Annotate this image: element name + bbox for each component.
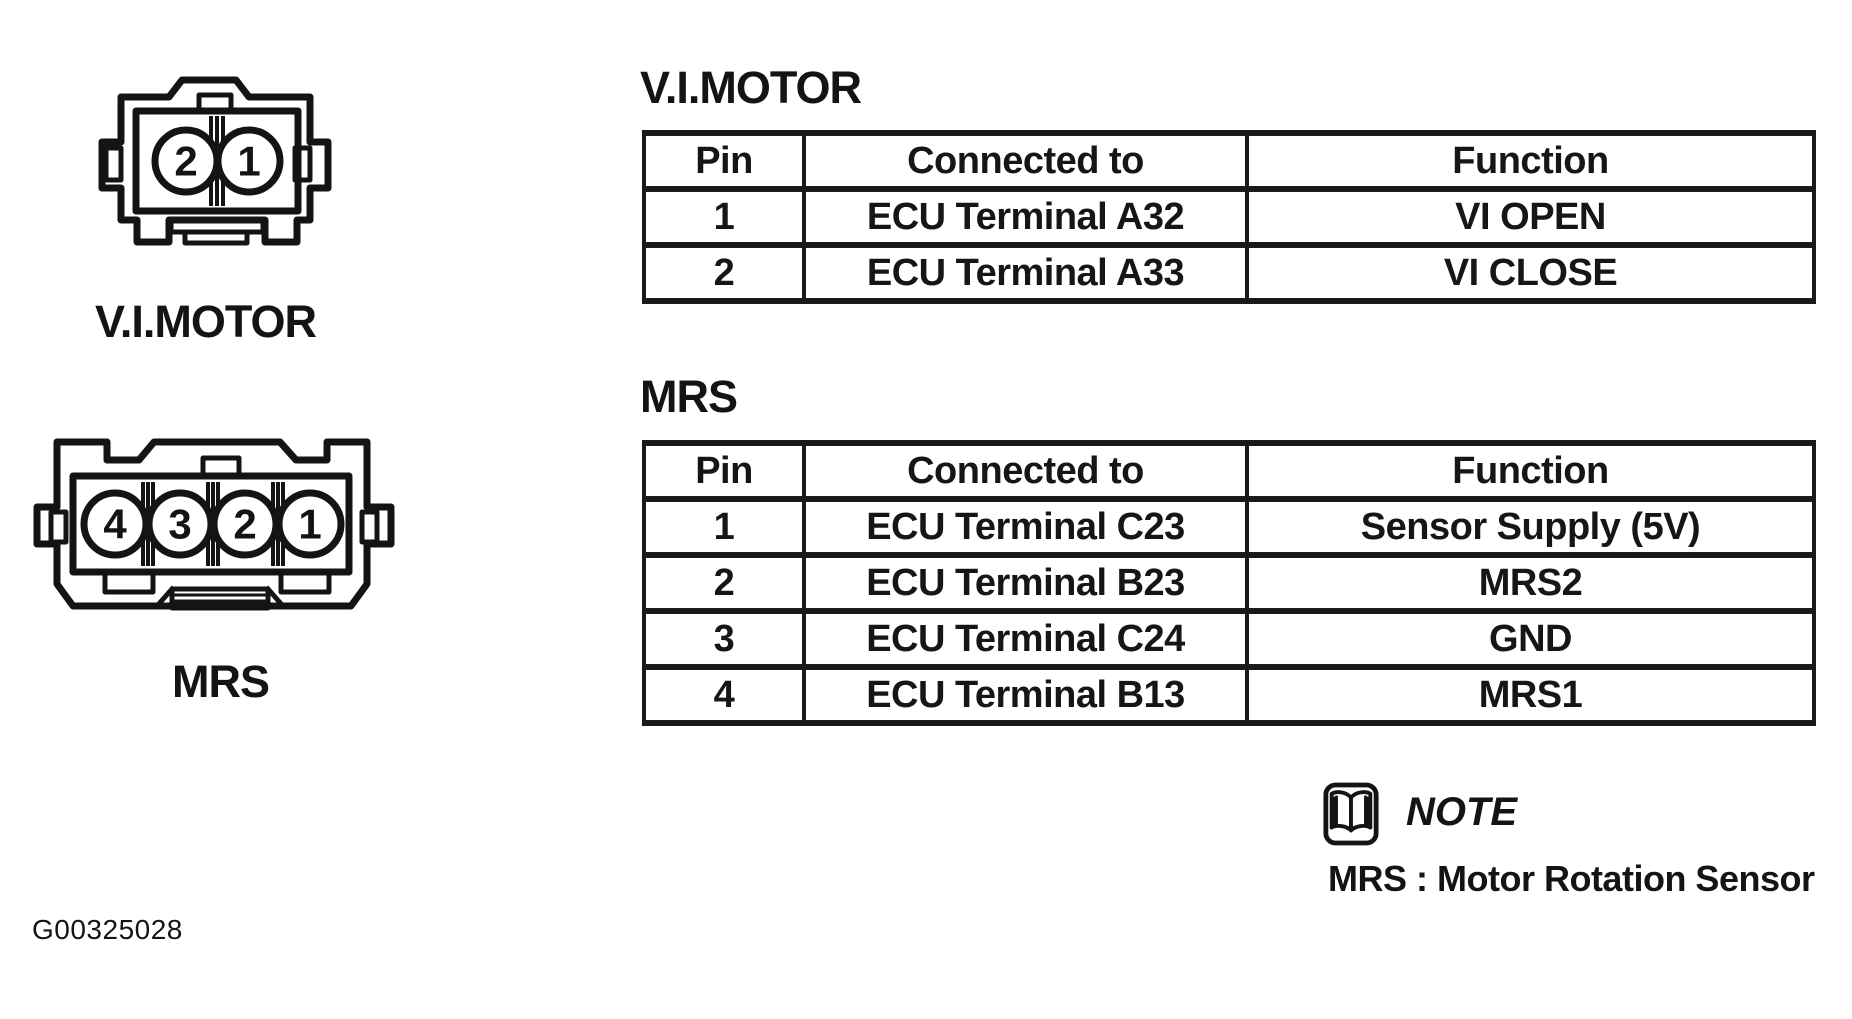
connector-left-tab <box>48 509 69 545</box>
table-cell: 1 <box>642 496 806 558</box>
connector-outline <box>98 76 332 246</box>
mrs-connector-label: MRS <box>172 656 270 707</box>
table-cell: ECU Terminal C24 <box>802 608 1249 670</box>
table-header-cell: Connected to <box>802 440 1249 502</box>
table-header-cell: Connected to <box>802 130 1249 192</box>
note-block: NOTE <box>1322 780 1517 848</box>
table-header-cell: Pin <box>642 130 806 192</box>
connector-body <box>132 107 302 215</box>
table-cell: ECU Terminal B13 <box>802 664 1249 726</box>
note-text: MRS : Motor Rotation Sensor <box>1328 858 1815 899</box>
figure-code: G00325028 <box>32 914 183 945</box>
table-header-cell: Function <box>1245 440 1816 502</box>
pin-number: 3 <box>168 501 191 548</box>
mrs-connector-diagram: 4 3 2 1 <box>33 438 395 611</box>
table-cell: 1 <box>642 186 806 248</box>
table-cell: GND <box>1245 608 1816 670</box>
connector-body <box>69 472 353 576</box>
pin-number: 4 <box>103 501 127 548</box>
table-header-cell: Pin <box>642 440 806 502</box>
pin-number: 2 <box>233 501 256 548</box>
connector-right-tab <box>359 509 380 545</box>
table-cell: ECU Terminal A32 <box>802 186 1249 248</box>
table-cell: 3 <box>642 608 806 670</box>
note-label: NOTE <box>1406 789 1518 834</box>
table-cell: MRS2 <box>1245 552 1816 614</box>
open-book-icon <box>1323 782 1379 846</box>
table-cell: ECU Terminal C23 <box>802 496 1249 558</box>
table-cell: ECU Terminal A33 <box>802 242 1249 304</box>
connector-left-tab <box>103 145 124 183</box>
vi-motor-connector-diagram: 2 1 <box>98 76 332 246</box>
pin-number: 1 <box>298 501 321 548</box>
table-cell: MRS1 <box>1245 664 1816 726</box>
table-cell: 2 <box>642 552 806 614</box>
table-header-cell: Function <box>1245 130 1816 192</box>
vi-motor-connector-label: V.I.MOTOR <box>95 296 317 347</box>
connector-bottom-tab-small <box>182 229 250 246</box>
table-cell: ECU Terminal B23 <box>802 552 1249 614</box>
vi-motor-table-title: V.I.MOTOR <box>640 62 862 113</box>
table-cell: VI CLOSE <box>1245 242 1816 304</box>
mrs-table-title: MRS <box>640 371 738 422</box>
pin-number: 2 <box>174 138 197 185</box>
table-cell: Sensor Supply (5V) <box>1245 496 1816 558</box>
latch-stripes <box>172 593 268 603</box>
table-cell: VI OPEN <box>1245 186 1816 248</box>
pin-number: 1 <box>237 138 260 185</box>
table-cell: 4 <box>642 664 806 726</box>
pin-circle <box>214 126 284 196</box>
pin-circle <box>275 489 345 559</box>
connector-latch <box>169 586 271 611</box>
table-cell: 2 <box>642 242 806 304</box>
